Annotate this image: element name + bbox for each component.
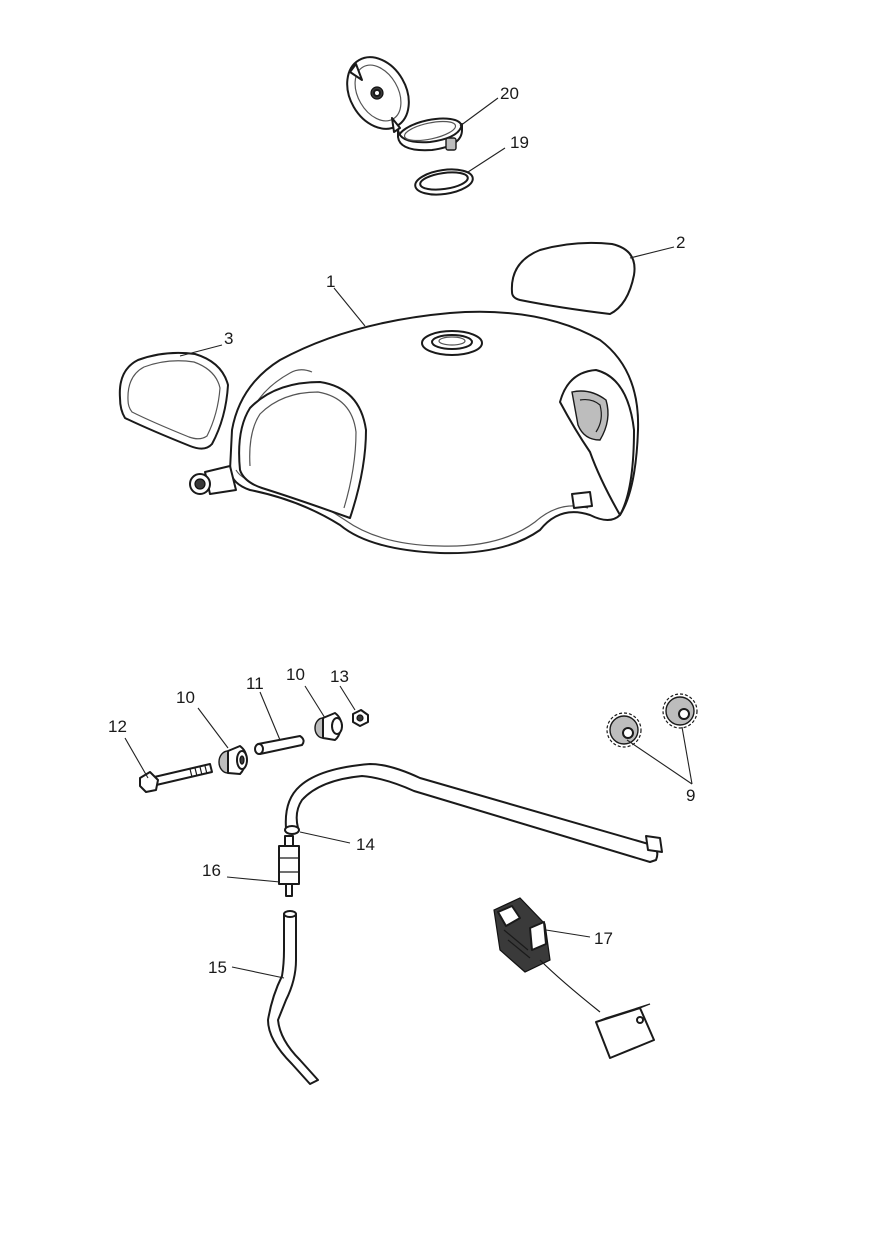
sleeve-11 [254,735,305,755]
knee-pad-2 [510,241,636,315]
callout-10-left: 10 [176,688,195,707]
callout-11: 11 [246,674,264,693]
callout-14: 14 [356,835,375,854]
filter-16 [278,835,300,897]
fuel-tank-1 [189,310,640,555]
callouts: 20 19 2 1 3 10 11 10 13 12 9 14 16 17 15 [108,84,695,977]
callout-1: 1 [326,272,335,291]
leader-lines [124,97,693,979]
callout-20: 20 [500,84,519,103]
callout-2: 2 [676,233,685,252]
callout-13: 13 [330,667,349,686]
hose-15 [267,910,319,1085]
callout-16: 16 [202,861,221,880]
callout-10-right: 10 [286,665,305,684]
seal-ring-19 [414,168,474,196]
knee-pad-3 [118,351,229,450]
gear-9-left [606,712,642,748]
callout-12: 12 [108,717,127,736]
callout-15: 15 [208,958,227,977]
callout-19: 19 [510,133,529,152]
nut-13 [352,709,369,727]
bolt-12 [139,763,213,793]
gear-9-right [662,693,698,729]
filler-cap-20 [346,56,463,152]
grommet-10-left [218,745,248,775]
grommet-10-right [314,712,343,741]
callout-3: 3 [224,329,233,348]
hose-14 [284,763,663,863]
callout-17: 17 [594,929,613,948]
callout-9: 9 [686,786,695,805]
sender-17 [493,897,655,1059]
